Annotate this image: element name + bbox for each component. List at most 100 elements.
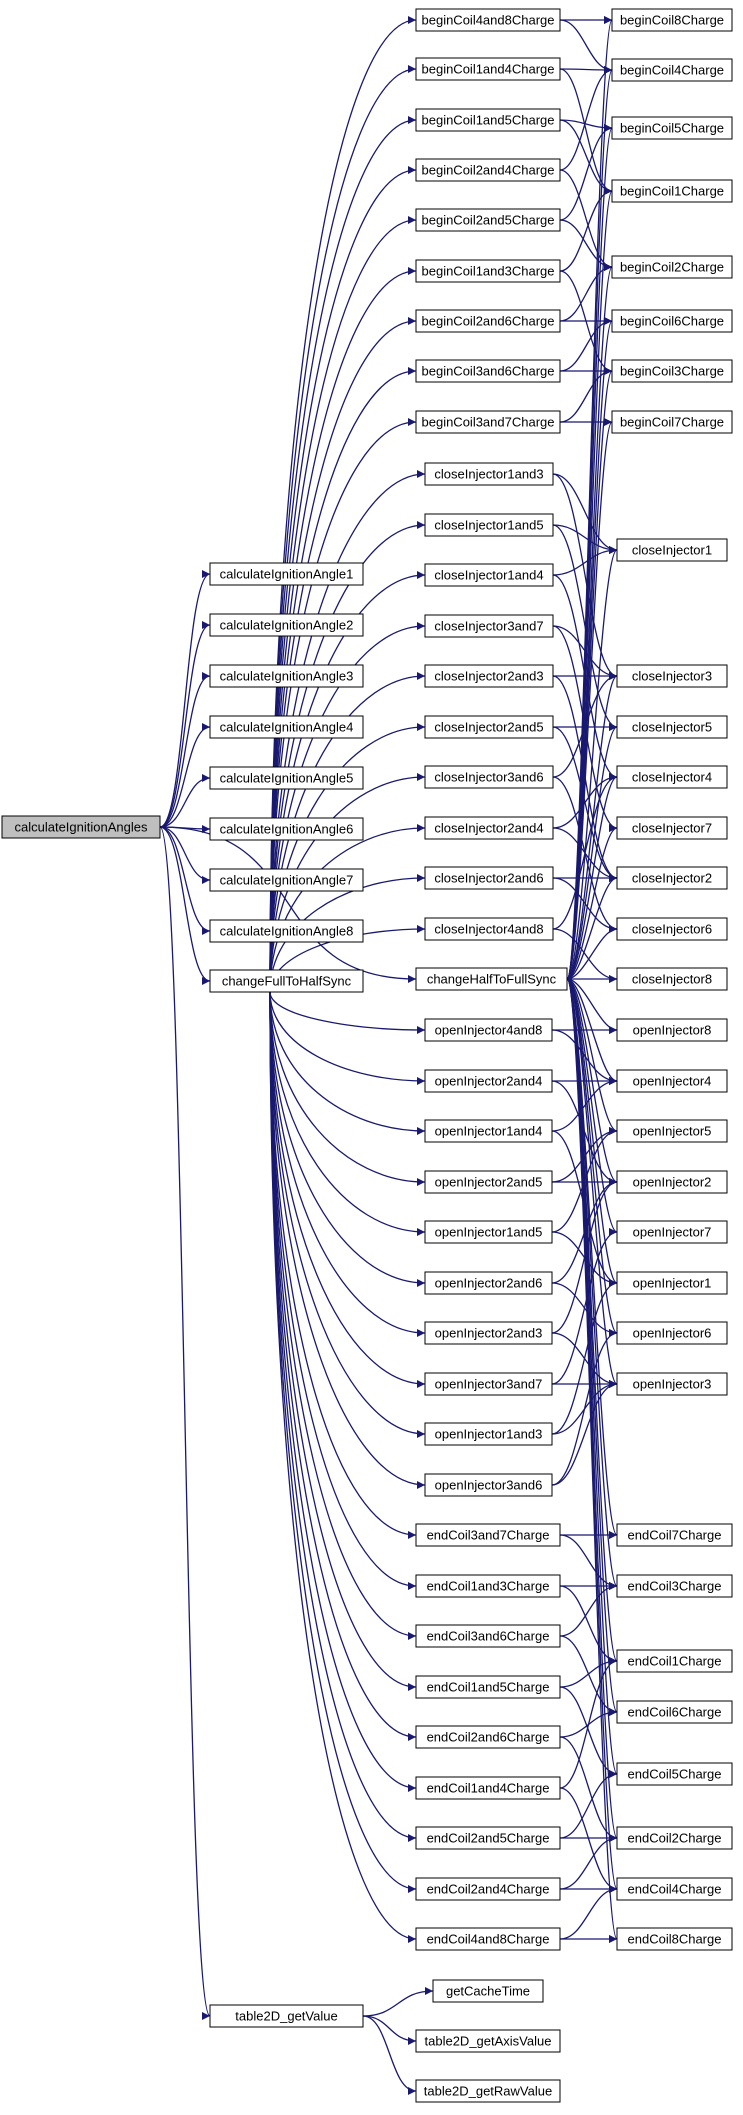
node-end-coil4-charge[interactable]: endCoil4Charge [616,1877,733,1901]
node-end-coil1-charge[interactable]: endCoil1Charge [616,1649,733,1673]
node-end-coil2and5-charge[interactable]: endCoil2and5Charge [415,1826,561,1850]
node-close-injector2and6[interactable]: closeInjector2and6 [424,866,554,890]
node-end-coil7-charge[interactable]: endCoil7Charge [616,1523,733,1547]
node-close-injector1[interactable]: closeInjector1 [616,538,728,562]
node-end-coil1and3-charge[interactable]: endCoil1and3Charge [415,1574,561,1598]
node-close-injector2and5[interactable]: closeInjector2and5 [424,715,554,739]
node-open-injector3and6[interactable]: openInjector3and6 [424,1473,553,1497]
node-close-injector4and8[interactable]: closeInjector4and8 [424,917,554,941]
node-end-coil3and7-charge[interactable]: endCoil3and7Charge [415,1523,561,1547]
node-label: closeInjector6 [632,922,712,937]
node-begin-coil2and5-charge[interactable]: beginCoil2and5Charge [415,208,561,232]
node-close-injector8[interactable]: closeInjector8 [616,967,728,991]
node-begin-coil2and4-charge[interactable]: beginCoil2and4Charge [415,158,561,182]
node-end-coil2-charge[interactable]: endCoil2Charge [616,1826,733,1850]
node-table2-d-get-value[interactable]: table2D_getValue [209,2004,364,2028]
node-calculate-ignition-angle2[interactable]: calculateIgnitionAngle2 [209,613,364,637]
call-edge-22 [269,571,426,993]
node-begin-coil4-charge[interactable]: beginCoil4Charge [611,58,733,82]
node-open-injector2and5[interactable]: openInjector2and5 [424,1170,553,1194]
node-close-injector1and4[interactable]: closeInjector1and4 [424,563,554,587]
node-open-injector1and5[interactable]: openInjector1and5 [424,1220,553,1244]
call-edge-141 [566,874,618,980]
node-box [415,1675,561,1699]
node-open-injector1[interactable]: openInjector1 [616,1271,728,1295]
node-open-injector2and6[interactable]: openInjector2and6 [424,1271,553,1295]
node-close-injector7[interactable]: closeInjector7 [616,816,728,840]
node-open-injector3and7[interactable]: openInjector3and7 [424,1372,553,1396]
node-begin-coil6-charge[interactable]: beginCoil6Charge [611,309,733,333]
node-box [611,179,733,203]
node-end-coil4and8-charge[interactable]: endCoil4and8Charge [415,1927,561,1951]
node-begin-coil1and5-charge[interactable]: beginCoil1and5Charge [415,108,561,132]
node-close-injector3[interactable]: closeInjector3 [616,664,728,688]
node-calculate-ignition-angle8[interactable]: calculateIgnitionAngle8 [209,919,364,943]
node-begin-coil1-charge[interactable]: beginCoil1Charge [611,179,733,203]
node-end-coil1and4-charge[interactable]: endCoil1and4Charge [415,1776,561,1800]
node-open-injector1and4[interactable]: openInjector1and4 [424,1119,553,1143]
node-begin-coil1and3-charge[interactable]: beginCoil1and3Charge [415,259,561,283]
node-close-injector3and6[interactable]: closeInjector3and6 [424,765,554,789]
node-close-injector2and4[interactable]: closeInjector2and4 [424,816,554,840]
node-open-injector6[interactable]: openInjector6 [616,1321,728,1345]
node-begin-coil4and8-charge[interactable]: beginCoil4and8Charge [415,8,561,32]
node-close-injector5[interactable]: closeInjector5 [616,715,728,739]
node-end-coil8-charge[interactable]: endCoil8Charge [616,1927,733,1951]
node-calculate-ignition-angle5[interactable]: calculateIgnitionAngle5 [209,766,364,790]
call-edge-139 [566,773,618,980]
node-begin-coil8-charge[interactable]: beginCoil8Charge [611,8,733,32]
call-edge-147 [566,978,618,1186]
call-edge-136 [566,546,618,980]
node-table2-d-get-axis-value[interactable]: table2D_getAxisValue [415,2029,561,2053]
node-open-injector1and3[interactable]: openInjector1and3 [424,1422,553,1446]
node-calculate-ignition-angle3[interactable]: calculateIgnitionAngle3 [209,664,364,688]
node-end-coil2and6-charge[interactable]: endCoil2and6Charge [415,1725,561,1749]
node-label: beginCoil2and6Charge [422,314,555,329]
node-table2-d-get-raw-value[interactable]: table2D_getRawValue [415,2079,561,2103]
node-calculate-ignition-angle4[interactable]: calculateIgnitionAngle4 [209,715,364,739]
node-box [616,1170,728,1194]
node-close-injector3and7[interactable]: closeInjector3and7 [424,614,554,638]
node-open-injector2and3[interactable]: openInjector2and3 [424,1321,553,1345]
call-edge-13 [269,116,417,993]
node-open-injector4and8[interactable]: openInjector4and8 [424,1018,553,1042]
node-end-coil5-charge[interactable]: endCoil5Charge [616,1762,733,1786]
node-begin-coil2and6-charge[interactable]: beginCoil2and6Charge [415,309,561,333]
node-open-injector2and4[interactable]: openInjector2and4 [424,1069,553,1093]
node-open-injector3[interactable]: openInjector3 [616,1372,728,1396]
call-edge-24 [269,672,426,993]
node-label: endCoil2and6Charge [427,1730,550,1745]
node-calculate-ignition-angle7[interactable]: calculateIgnitionAngle7 [209,868,364,892]
node-begin-coil2-charge[interactable]: beginCoil2Charge [611,255,733,279]
node-begin-coil3and6-charge[interactable]: beginCoil3and6Charge [415,359,561,383]
node-open-injector2[interactable]: openInjector2 [616,1170,728,1194]
node-begin-coil3-charge[interactable]: beginCoil3Charge [611,359,733,383]
node-begin-coil7-charge[interactable]: beginCoil7Charge [611,410,733,434]
node-close-injector1and3[interactable]: closeInjector1and3 [424,462,554,486]
node-open-injector5[interactable]: openInjector5 [616,1119,728,1143]
node-end-coil1and5-charge[interactable]: endCoil1and5Charge [415,1675,561,1699]
node-open-injector8[interactable]: openInjector8 [616,1018,728,1042]
node-calculate-ignition-angles[interactable]: calculateIgnitionAngles [1,815,161,839]
node-get-cache-time[interactable]: getCacheTime [432,1979,544,2003]
node-close-injector2and3[interactable]: closeInjector2and3 [424,664,554,688]
node-end-coil3-charge[interactable]: endCoil3Charge [616,1574,733,1598]
node-label: beginCoil7Charge [620,415,724,430]
node-change-full-to-half-sync[interactable]: changeFullToHalfSync [209,969,364,993]
node-close-injector4[interactable]: closeInjector4 [616,765,728,789]
node-calculate-ignition-angle6[interactable]: calculateIgnitionAngle6 [209,817,364,841]
node-close-injector1and5[interactable]: closeInjector1and5 [424,513,554,537]
node-change-half-to-full-sync[interactable]: changeHalfToFullSync [415,967,568,991]
node-calculate-ignition-angle1[interactable]: calculateIgnitionAngle1 [209,562,364,586]
node-begin-coil1and4-charge[interactable]: beginCoil1and4Charge [415,57,561,81]
node-begin-coil5-charge[interactable]: beginCoil5Charge [611,116,733,140]
node-end-coil3and6-charge[interactable]: endCoil3and6Charge [415,1624,561,1648]
node-box [415,1826,561,1850]
node-begin-coil3and7-charge[interactable]: beginCoil3and7Charge [415,410,561,434]
node-close-injector2[interactable]: closeInjector2 [616,866,728,890]
node-open-injector7[interactable]: openInjector7 [616,1220,728,1244]
node-end-coil2and4-charge[interactable]: endCoil2and4Charge [415,1877,561,1901]
node-open-injector4[interactable]: openInjector4 [616,1069,728,1093]
node-end-coil6-charge[interactable]: endCoil6Charge [616,1700,733,1724]
node-close-injector6[interactable]: closeInjector6 [616,917,728,941]
